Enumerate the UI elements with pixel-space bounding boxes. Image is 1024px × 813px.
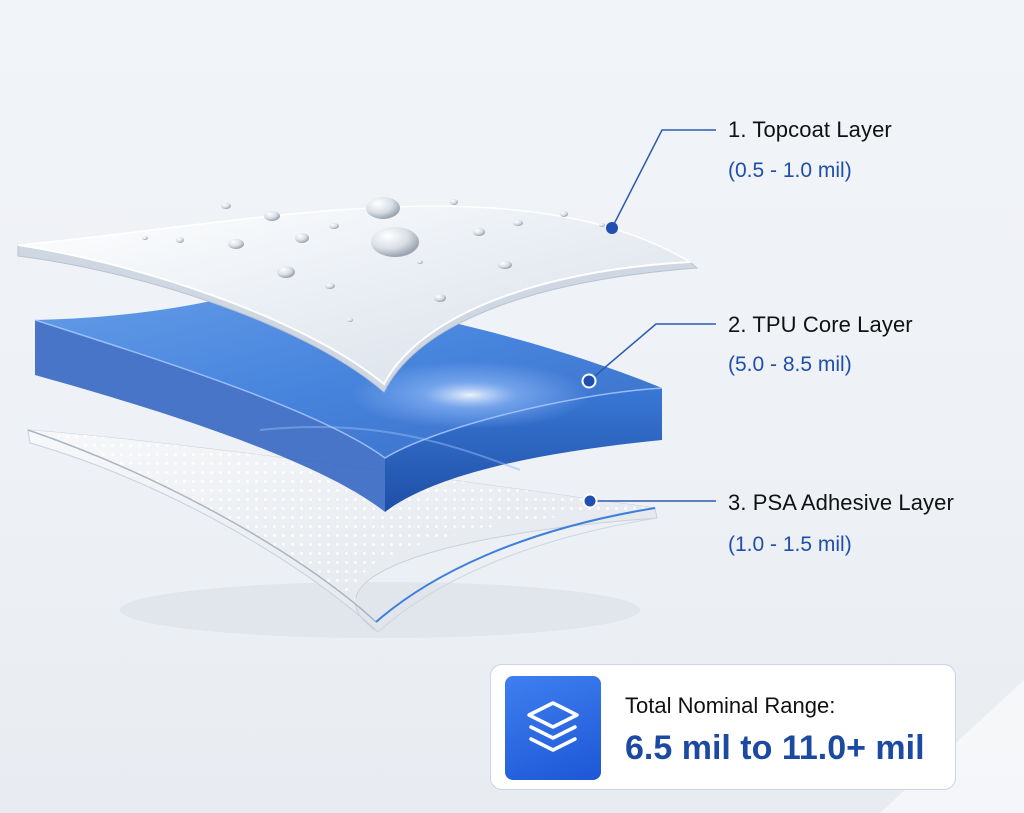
topcoat-layer-range: (0.5 - 1.0 mil) xyxy=(728,159,852,182)
tpu-highlight xyxy=(350,361,590,429)
total-range-value: 6.5 mil to 11.0+ mil xyxy=(625,729,925,767)
psa-adhesive-layer xyxy=(27,429,658,633)
callout-dot-topcoat xyxy=(606,222,618,234)
stack-shadow xyxy=(120,582,640,638)
tpu-core-layer-name: 2. TPU Core Layer xyxy=(728,312,913,337)
psa-adhesive-layer-name: 3. PSA Adhesive Layer xyxy=(728,490,954,515)
callout-tpu xyxy=(581,323,716,389)
callout-psa xyxy=(582,493,716,509)
callout-dot-psa xyxy=(582,493,598,509)
layers-icon xyxy=(527,701,579,752)
topcoat-layer-name: 1. Topcoat Layer xyxy=(728,117,892,142)
callout-topcoat xyxy=(606,129,716,234)
topcoat-layer xyxy=(17,197,699,393)
callout-dot-tpu xyxy=(581,373,597,389)
total-icon-tile xyxy=(505,676,601,780)
tpu-core-layer-range: (5.0 - 8.5 mil) xyxy=(728,353,852,376)
water-droplets xyxy=(142,197,605,322)
tpu-core-layer xyxy=(34,290,663,512)
total-range-title: Total Nominal Range: xyxy=(625,693,836,718)
total-range-card: Total Nominal Range: 6.5 mil to 11.0+ mi… xyxy=(490,664,956,790)
psa-adhesive-layer-range: (1.0 - 1.5 mil) xyxy=(728,533,852,556)
